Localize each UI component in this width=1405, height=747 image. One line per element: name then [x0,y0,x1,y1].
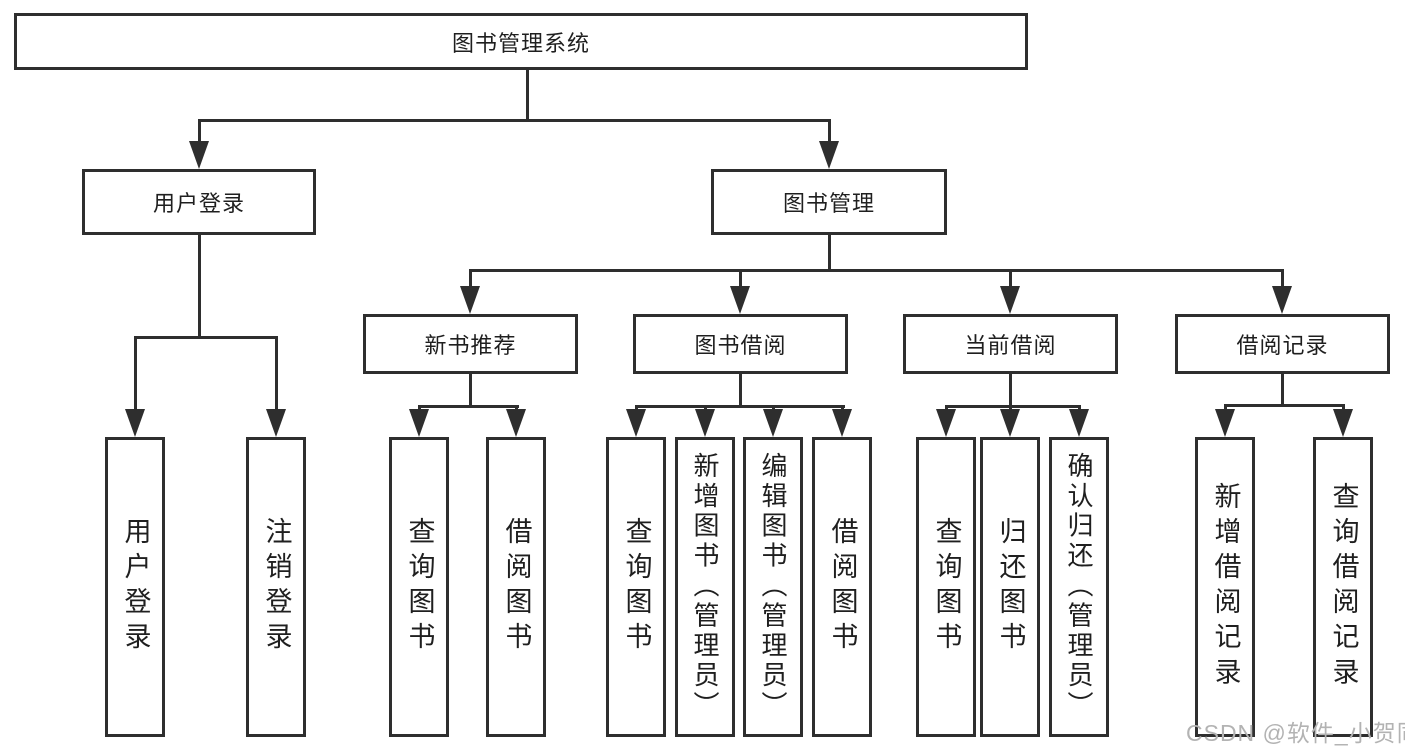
node-user-login: 用户登录 [82,169,316,235]
connector-arrowhead [1069,409,1089,437]
leaf-label: 新增图书（管理员） [690,452,720,722]
node-label: 当前借阅 [964,333,1057,358]
connector-line [468,271,472,289]
node-borrowing-records: 借阅记录 [1175,314,1390,374]
leaf-user-login: 用户登录 [105,437,165,737]
node-label: 图书借阅 [694,333,787,358]
node-book-management: 图书管理 [711,169,947,235]
connector-arrowhead [936,409,956,437]
leaf-label: 注销登录 [261,516,292,658]
leaf-label: 查询图书 [931,516,962,658]
node-label: 借阅记录 [1236,333,1329,358]
connector-arrowhead [626,409,646,437]
node-current-borrowing: 当前借阅 [903,314,1118,374]
leaf-query-book-recommend: 查询图书 [389,437,449,737]
connector-line [197,119,831,122]
node-label: 图书管理 [782,191,875,216]
leaf-label: 查询借阅记录 [1328,481,1359,693]
leaf-label: 借阅图书 [827,516,858,658]
connector-line [634,405,845,408]
connector-line [738,271,742,289]
connector-arrowhead [1000,409,1020,437]
leaf-edit-book-admin: 编辑图书（管理员） [743,437,803,737]
leaf-borrow-book-recommend: 借阅图书 [486,437,546,737]
connector-line [197,121,201,147]
leaf-borrow-book: 借阅图书 [812,437,872,737]
leaf-label: 新增借阅记录 [1210,481,1241,693]
connector-arrowhead [266,409,286,437]
csdn-watermark: CSDN @软件_小贺同学 [1186,720,1405,746]
leaf-return-book: 归还图书 [980,437,1040,737]
connector-line [1223,404,1345,407]
connector-arrowhead [763,409,783,437]
connector-line [827,121,831,147]
connector-arrowhead [730,286,750,314]
node-label: 新书推荐 [424,333,517,358]
connector-arrowhead [1000,286,1020,314]
connector-line [468,269,1284,272]
node-label: 用户登录 [152,191,245,216]
connector-arrowhead [125,409,145,437]
connector-arrowhead [409,409,429,437]
leaf-label: 确认归还（管理员） [1064,452,1094,722]
connector-line [133,336,278,339]
node-book-borrowing: 图书借阅 [633,314,848,374]
connector-line [417,405,519,408]
connector-arrowhead [506,409,526,437]
leaf-label: 查询图书 [404,516,435,658]
leaf-label: 归还图书 [995,516,1026,658]
leaf-label: 查询图书 [621,516,652,658]
leaf-label: 用户登录 [120,516,151,658]
connector-arrowhead [1272,286,1292,314]
connector-arrowhead [695,409,715,437]
connector-arrowhead [1215,409,1235,437]
leaf-query-borrow-record: 查询借阅记录 [1313,437,1373,737]
connector-arrowhead [832,409,852,437]
connector-arrowhead [460,286,480,314]
leaf-query-book-borrow: 查询图书 [606,437,666,737]
leaf-add-book-admin: 新增图书（管理员） [675,437,735,737]
connector-line [1008,374,1012,408]
connector-line [1280,271,1284,289]
node-root-label: 图书管理系统 [451,30,590,56]
leaf-label: 编辑图书（管理员） [758,452,788,722]
connector-line [197,235,201,338]
leaf-label: 借阅图书 [501,516,532,658]
connector-arrowhead [189,141,209,169]
connector-line [468,374,472,408]
leaf-confirm-return-admin: 确认归还（管理员） [1049,437,1109,737]
leaf-add-borrow-record: 新增借阅记录 [1195,437,1255,737]
connector-line [944,405,1081,408]
connector-line [274,338,278,414]
leaf-logout: 注销登录 [246,437,306,737]
node-new-book-recommend: 新书推荐 [363,314,578,374]
connector-arrowhead [819,141,839,169]
connector-line [1280,374,1284,406]
connector-line [525,70,529,121]
connector-line [738,374,742,408]
connector-line [827,235,831,271]
leaf-query-book-current: 查询图书 [916,437,976,737]
connector-arrowhead [1333,409,1353,437]
connector-line [133,338,137,414]
connector-line [1008,271,1012,289]
node-root: 图书管理系统 [14,13,1028,70]
